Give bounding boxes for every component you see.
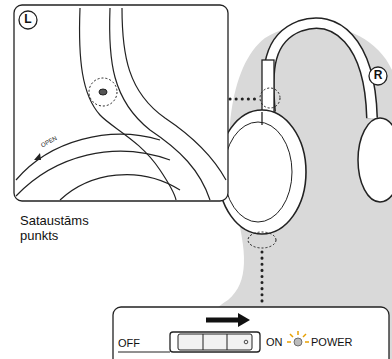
- off-underline: [118, 352, 170, 353]
- yoke-detail: [80, 8, 176, 200]
- side-letter: L: [19, 11, 37, 29]
- side-letter: R: [369, 67, 387, 85]
- tactile-dot: [99, 89, 107, 95]
- leader-dots: [261, 252, 264, 304]
- letter-circle: [19, 11, 37, 29]
- headband-outline: [268, 23, 372, 118]
- knob-ridge: [227, 334, 228, 350]
- ear-cup-detail: [16, 134, 160, 180]
- headband: [268, 23, 372, 118]
- yoke: [261, 112, 262, 125]
- ear-cup-detail: [60, 175, 180, 200]
- headband-detail: [110, 8, 210, 200]
- inset-frame: [113, 307, 389, 359]
- leader-dots: [230, 98, 258, 101]
- part-name: Sataustāms punkts: [20, 214, 130, 250]
- dot-marker: [260, 88, 280, 108]
- open-arrow: [34, 153, 41, 160]
- power-lamp: [294, 338, 302, 346]
- knob-dot: [244, 340, 248, 344]
- right-ear-cup: [358, 118, 392, 202]
- ear-cup-detail: [16, 151, 170, 196]
- knob-ridge: [203, 334, 204, 350]
- switch-name: POWER: [311, 336, 371, 350]
- switch-marker: [248, 232, 276, 248]
- inset-frame: [14, 5, 228, 201]
- dot-marker: [89, 78, 117, 106]
- left-ear-cup: [218, 110, 306, 234]
- lamp-rays: [287, 331, 309, 342]
- headband-detail: [122, 8, 226, 180]
- slide-arrow: [206, 318, 240, 323]
- switch-state: OFF: [118, 337, 158, 351]
- slide-arrow-head: [238, 313, 250, 327]
- left-ear-pad: [224, 122, 292, 222]
- slider: [262, 60, 274, 115]
- switch-knob: [178, 334, 252, 350]
- letter-circle: [369, 67, 387, 85]
- switch-state: ON: [266, 336, 288, 350]
- switch-body: [170, 332, 260, 352]
